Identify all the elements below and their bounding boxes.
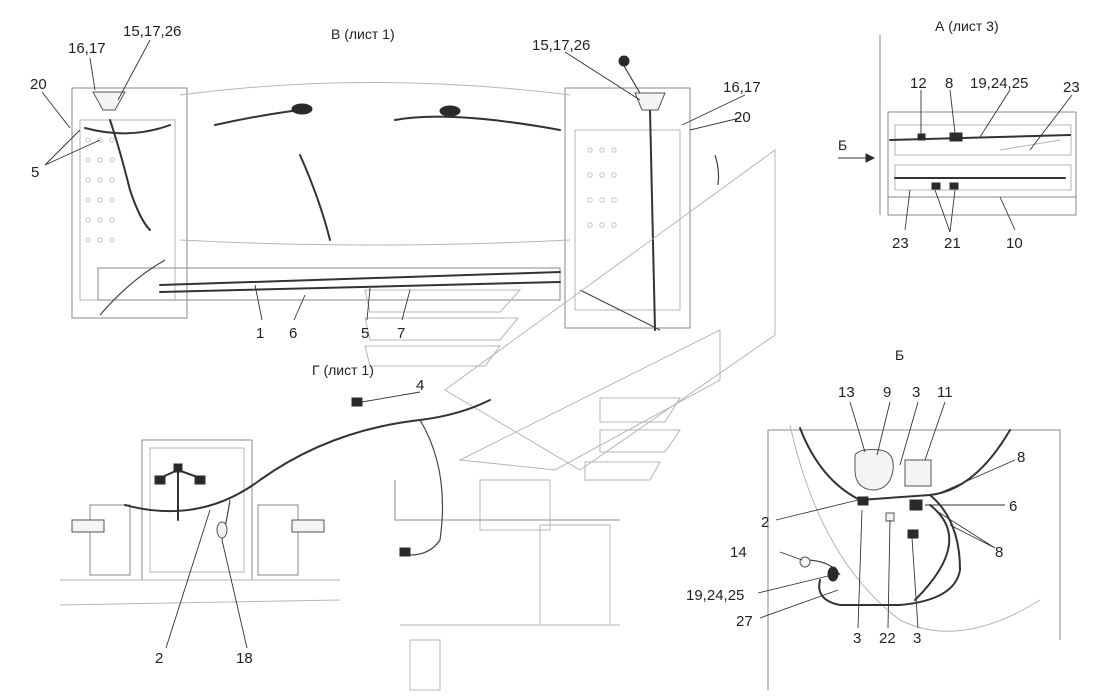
callout-16-17-right: 16,17 (723, 79, 761, 96)
callout-g-18: 18 (236, 650, 253, 667)
view-arrow-label-b: Б (838, 137, 847, 153)
view-v-drawing (71, 55, 776, 481)
callout-a-12: 12 (910, 75, 927, 92)
callout-a-23-bottom: 23 (892, 235, 909, 252)
callout-15-17-26-right: 15,17,26 (532, 37, 590, 54)
callout-g-4: 4 (416, 377, 424, 394)
view-a-drawing (838, 35, 1077, 216)
callout-6: 6 (289, 325, 297, 342)
callout-g-2: 2 (155, 650, 163, 667)
callout-a-23-top: 23 (1063, 79, 1080, 96)
callout-b-9: 9 (883, 384, 891, 401)
callout-b-8-top: 8 (1017, 449, 1025, 466)
callout-b-3-bottom-right: 3 (913, 630, 921, 647)
callout-20-right: 20 (734, 109, 751, 126)
callout-15-17-26-left: 15,17,26 (123, 23, 181, 40)
callout-b-22: 22 (879, 630, 896, 647)
view-title-b: Б (895, 347, 904, 363)
callout-5: 5 (361, 325, 369, 342)
view-g-drawing (59, 397, 620, 691)
view-b-drawing (767, 424, 1061, 690)
callout-b-13: 13 (838, 384, 855, 401)
view-title-a: А (лист 3) (935, 18, 999, 34)
callout-a-10: 10 (1006, 235, 1023, 252)
view-title-v: В (лист 1) (331, 26, 395, 42)
callout-b-8-right: 8 (995, 544, 1003, 561)
callout-5-left: 5 (31, 164, 39, 181)
callout-b-27: 27 (736, 613, 753, 630)
callout-b-2: 2 (761, 514, 769, 531)
callout-1: 1 (256, 325, 264, 342)
callout-16-17-left: 16,17 (68, 40, 106, 57)
callout-a-19-24-25: 19,24,25 (970, 75, 1028, 92)
view-title-g: Г (лист 1) (312, 362, 374, 378)
callout-b-19-24-25: 19,24,25 (686, 587, 744, 604)
callout-7: 7 (397, 325, 405, 342)
callout-a-8: 8 (945, 75, 953, 92)
leader-lines (41, 39, 1073, 649)
callout-a-21: 21 (944, 235, 961, 252)
callout-20-left: 20 (30, 76, 47, 93)
callout-b-3-bottom-left: 3 (853, 630, 861, 647)
callout-b-14: 14 (730, 544, 747, 561)
callout-b-11: 11 (937, 384, 953, 401)
callout-b-3-top: 3 (912, 384, 920, 401)
callout-b-6: 6 (1009, 498, 1017, 515)
